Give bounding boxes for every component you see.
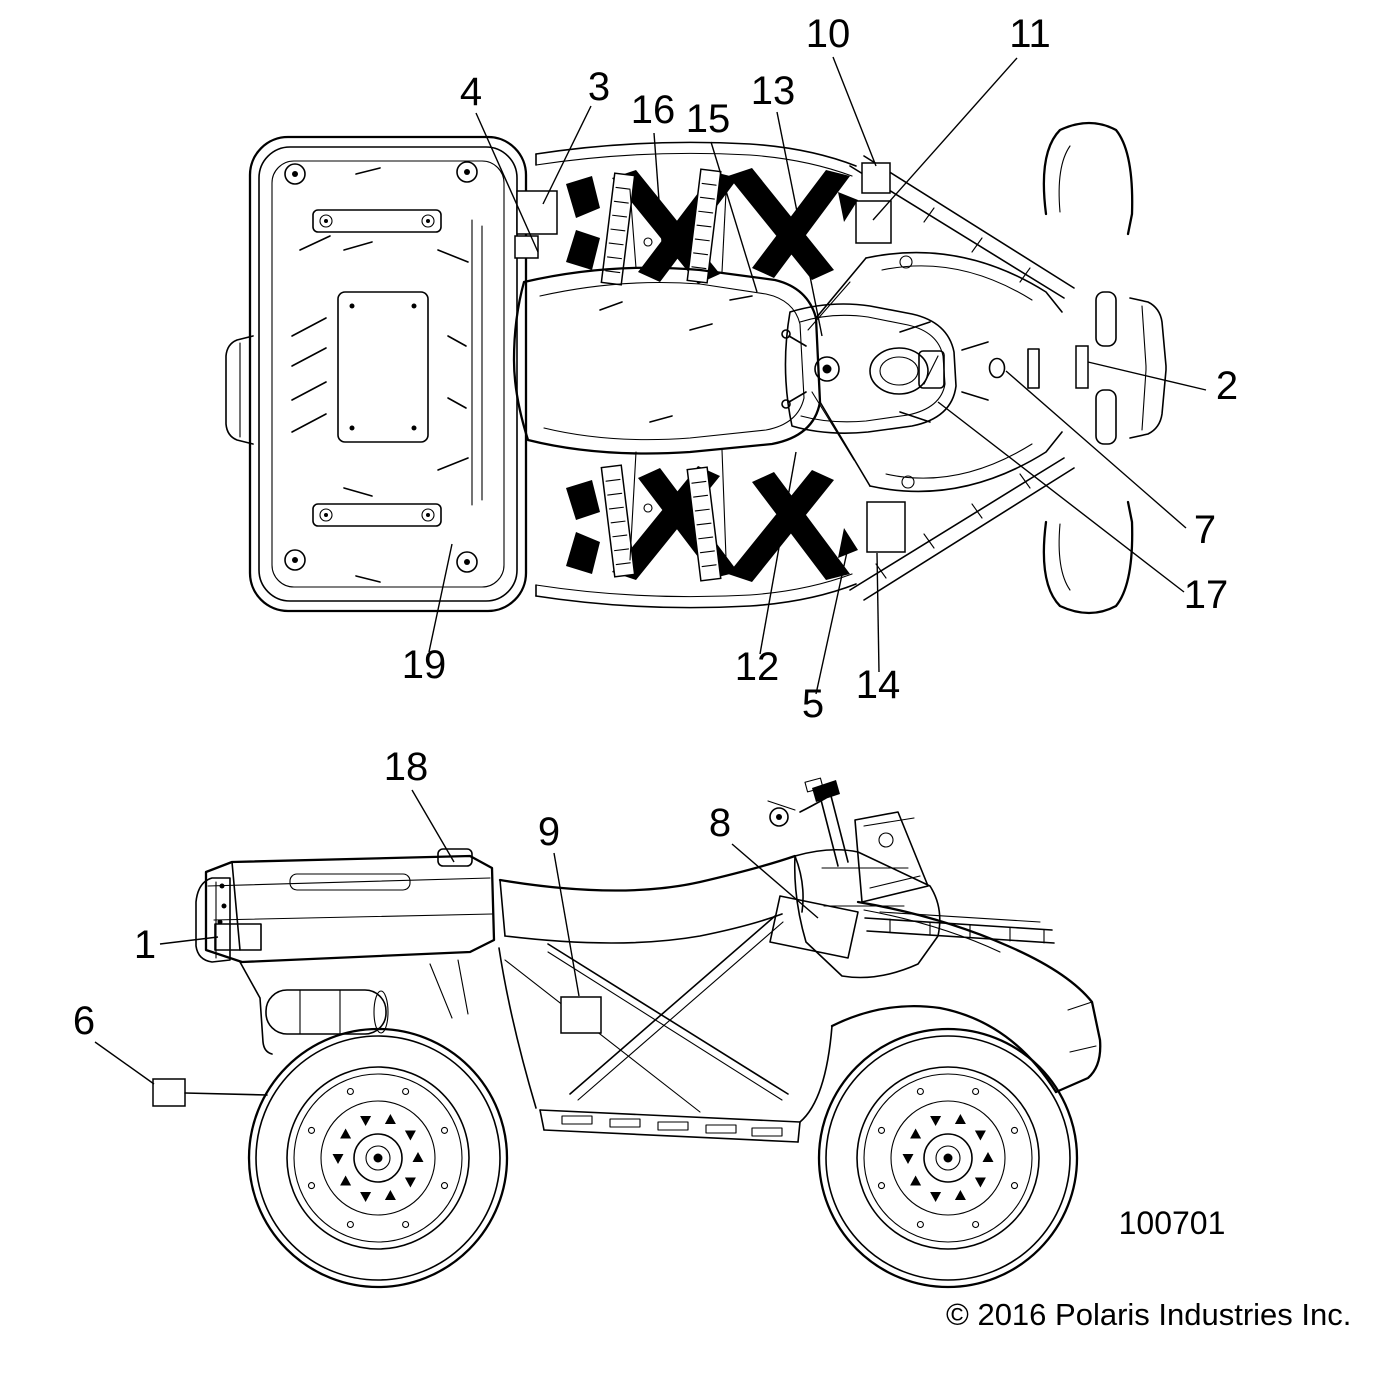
callout-2-label: 2: [1216, 364, 1238, 408]
grip-strip: [600, 464, 636, 578]
callout-9: 9: [538, 810, 580, 997]
decal-box-9: [560, 996, 602, 1034]
atv-top-view: [225, 121, 1167, 615]
decal-box-10: [861, 162, 891, 194]
grip-strip: [600, 172, 636, 286]
callout-16: 16: [631, 88, 676, 269]
callout-17: 17: [937, 401, 1229, 617]
running-board-left: [535, 141, 858, 286]
running-board-right: [535, 464, 858, 609]
callout-6-label: 6: [73, 999, 95, 1043]
rear-rack-top: [248, 135, 528, 613]
grip-strip: [686, 168, 722, 284]
callout-3: 3: [542, 65, 610, 205]
callout-13: 13: [751, 69, 823, 337]
decal-area-8: [769, 895, 859, 959]
front-rack-rails-top: [849, 155, 1075, 601]
callout-12-label: 12: [735, 645, 780, 689]
callout-15: 15: [686, 97, 758, 293]
gauge-pod: [869, 347, 929, 395]
callout-14-label: 14: [856, 663, 901, 707]
decal-box-3: [516, 190, 558, 235]
callout-18-label: 18: [384, 745, 429, 789]
atv-side-view: [152, 777, 1102, 1289]
callout-4-label: 4: [460, 70, 482, 114]
figure-number: 100701: [1119, 1205, 1226, 1241]
front-wheel: [817, 1027, 1079, 1289]
steering-stem: [814, 356, 840, 382]
callout-11: 11: [872, 12, 1051, 221]
callout-4: 4: [460, 70, 539, 253]
rim-rivets: [307, 1087, 449, 1229]
handlebar-assembly: [767, 777, 849, 867]
callout-12: 12: [735, 451, 797, 689]
callout-6: 6: [73, 999, 155, 1085]
front-fenders-top: [1042, 121, 1167, 615]
seat-top: [512, 189, 822, 561]
footboard: [539, 1025, 833, 1143]
callout-16-label: 16: [631, 88, 676, 132]
rim-rivets: [877, 1087, 1019, 1229]
rear-wheel: [247, 1027, 509, 1289]
callout-1: 1: [134, 923, 219, 967]
seat-side: [498, 854, 804, 1109]
decal-area-18: [437, 848, 473, 867]
callout-17-label: 17: [1184, 573, 1229, 617]
decal-box-6: [152, 1078, 268, 1107]
callout-1-label: 1: [134, 923, 156, 967]
callout-5-label: 5: [802, 682, 824, 726]
decal-box-4: [514, 235, 539, 259]
callouts: 1 2 3 4 5 6 7 8: [73, 12, 1238, 1085]
ignition-switch: [988, 357, 1006, 379]
copyright-notice: © 2016 Polaris Industries Inc.: [946, 1297, 1351, 1332]
rear-rack-side: [195, 848, 496, 1055]
callout-11-label: 11: [1009, 12, 1051, 56]
callout-7: 7: [1005, 370, 1216, 552]
rack-slash-marks: [291, 167, 469, 583]
callout-19: 19: [402, 543, 453, 687]
muffler: [265, 989, 389, 1035]
callout-13-label: 13: [751, 69, 796, 113]
callout-18: 18: [384, 745, 455, 863]
callout-14: 14: [856, 552, 901, 707]
front-body-top: [781, 251, 1063, 493]
decal-box-14: [866, 501, 906, 553]
callout-9-label: 9: [538, 810, 560, 854]
callout-15-label: 15: [686, 97, 731, 141]
side-panel-frame: [504, 915, 789, 1113]
decal-box-11: [855, 200, 892, 244]
front-rack-side: [864, 911, 1055, 944]
tank-panel: [769, 848, 941, 979]
callout-3-label: 3: [588, 65, 610, 109]
callout-10: 10: [806, 12, 877, 167]
callout-2: 2: [1087, 361, 1238, 408]
callout-8-label: 8: [709, 801, 731, 845]
callout-8: 8: [709, 801, 819, 919]
headlight-pod: [821, 811, 929, 907]
callout-10-label: 10: [806, 12, 851, 56]
rear-bumper-top: [225, 335, 254, 445]
callout-7-label: 7: [1194, 508, 1216, 552]
callout-19-label: 19: [402, 643, 447, 687]
grip-strip: [686, 466, 722, 582]
front-fender-side: [830, 900, 1102, 1094]
decal-box-2: [1075, 345, 1089, 389]
callout-5: 5: [802, 551, 848, 726]
